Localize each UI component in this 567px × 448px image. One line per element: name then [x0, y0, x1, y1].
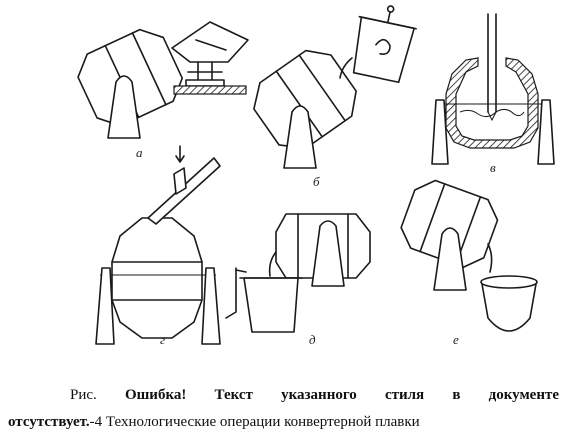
- scrap-chute: [171, 21, 249, 87]
- panel-d-slag-draining: д: [225, 213, 371, 347]
- caption-title: -4 Технологические операции конвертерной…: [89, 414, 420, 430]
- trunnion-support: [433, 227, 467, 291]
- caption-error-text-cont: отсутствует.: [8, 414, 90, 430]
- converter-vessel-section: [445, 57, 539, 149]
- down-arrow-icon: [175, 145, 185, 163]
- steel-ladle: [480, 275, 538, 332]
- panel-label-d: д: [309, 332, 316, 347]
- panel-a-scrap-charging: а: [77, 21, 249, 160]
- oxygen-lance: [487, 13, 497, 122]
- panel-label-e: е: [453, 332, 459, 347]
- slag-stream: [268, 251, 277, 277]
- hot-metal-stream: [339, 57, 353, 79]
- figure-caption: Рис. Ошибка! Текст указанного стиля в до…: [8, 382, 559, 436]
- panel-label-v: в: [490, 160, 496, 175]
- caption-error-text: Ошибка! Текст указанного стиля в докумен…: [124, 387, 559, 403]
- panel-b-hot-metal-pouring: б: [253, 5, 417, 189]
- panel-label-b: б: [313, 174, 320, 189]
- trunnion-supports: [431, 99, 555, 165]
- trunnion-support: [107, 75, 141, 139]
- trunnion-support: [283, 105, 317, 169]
- converter-vessel: [111, 217, 203, 339]
- panel-g-additions: г: [95, 145, 221, 347]
- melt-bath: [459, 108, 525, 118]
- converter-operations-figure: а б: [77, 5, 555, 347]
- panel-e-steel-tapping: е: [400, 179, 538, 347]
- panel-v-oxygen-blowing: в: [431, 13, 555, 175]
- caption-prefix: Рис.: [70, 387, 97, 403]
- trunnion-support: [311, 220, 345, 287]
- charging-platform: [173, 85, 247, 95]
- slag-bowl: [225, 267, 303, 333]
- panel-label-a: а: [136, 145, 143, 160]
- hot-metal-ladle: [352, 5, 417, 84]
- panel-label-g: г: [160, 332, 165, 347]
- trunnion-supports: [95, 267, 221, 345]
- additions-chute: [147, 145, 221, 225]
- steel-stream: [487, 243, 493, 273]
